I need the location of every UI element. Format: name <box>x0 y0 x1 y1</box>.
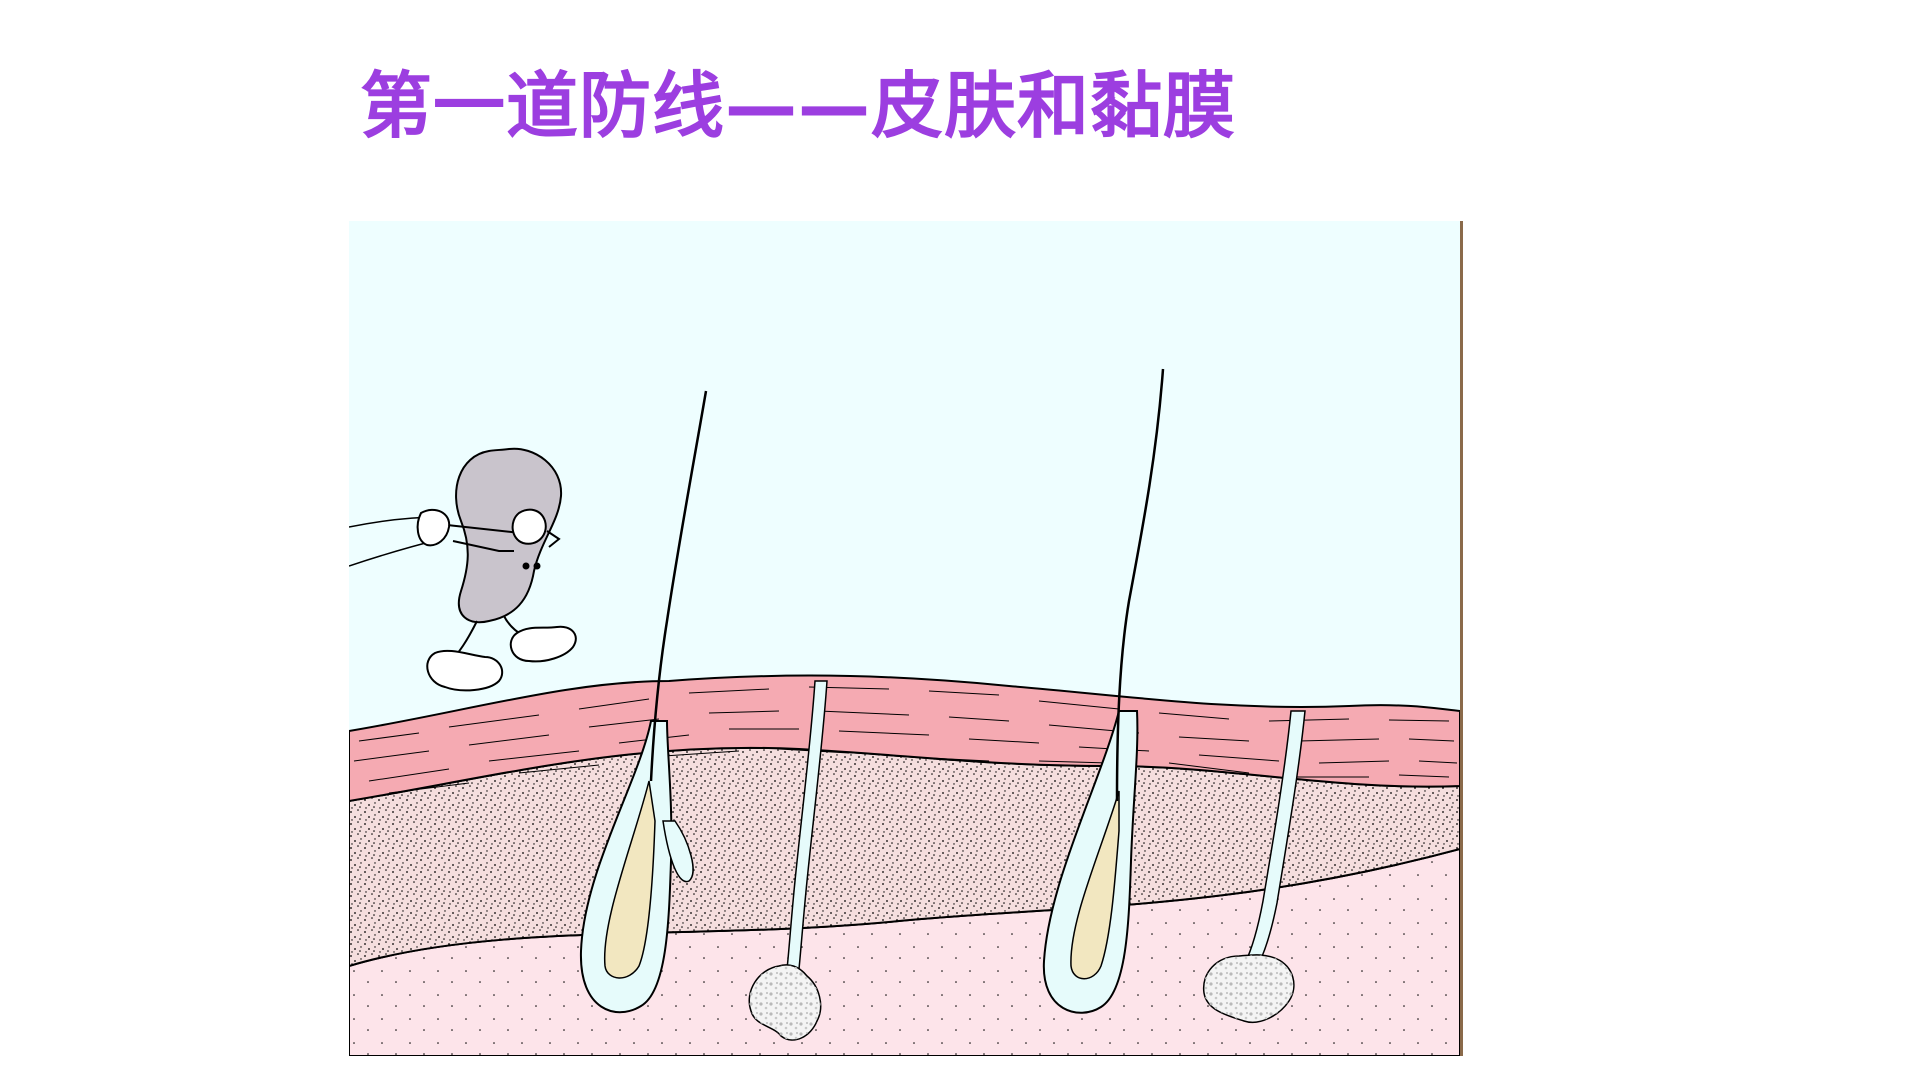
hair-follicle-icon <box>579 390 708 1014</box>
hair-shaft <box>1115 368 1165 802</box>
hair-shaft <box>649 390 708 782</box>
germ-foot <box>426 649 504 692</box>
germ-dot <box>533 562 541 570</box>
germ-foot <box>509 625 577 663</box>
hair-bulb <box>603 780 656 979</box>
germ-hand-tip <box>546 530 561 548</box>
sebaceous-gland <box>662 820 694 883</box>
sweat-gland-icon <box>1202 710 1306 1023</box>
page-title: 第一道防线——皮肤和黏膜 <box>360 64 1237 148</box>
germ-dot <box>522 562 530 570</box>
skin-diagram-svg <box>349 221 1460 1056</box>
germ-body <box>455 447 563 624</box>
germ-character-icon <box>349 447 577 692</box>
epidermis-striations <box>353 686 1458 794</box>
sweat-gland-icon <box>748 680 828 1041</box>
germ-hand <box>416 508 451 547</box>
sweat-gland-texture <box>749 964 821 1041</box>
hair-follicle-icon <box>1042 368 1165 1014</box>
germ-arm <box>452 540 514 552</box>
sweat-gland-texture <box>1203 954 1294 1023</box>
skin-cross-section-illustration <box>349 221 1463 1056</box>
epidermis-layer <box>349 674 1460 803</box>
germ-hand <box>511 508 547 545</box>
hair-bulb <box>1070 790 1120 980</box>
follicle-sheath <box>1042 710 1139 1014</box>
